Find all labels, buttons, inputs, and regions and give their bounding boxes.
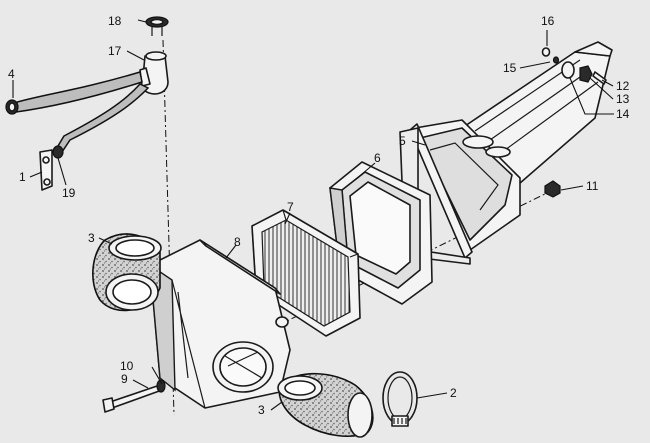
bolt-and-washer-parts-9-10 [102, 379, 166, 413]
label-part-3-upper: 3 [88, 231, 95, 245]
label-part-13: 13 [616, 92, 630, 106]
label-part-17: 17 [108, 44, 122, 58]
label-part-5: 5 [399, 134, 406, 148]
filter-box-part-8 [149, 239, 291, 409]
label-part-14: 14 [616, 107, 630, 121]
leader-lines [12, 19, 614, 411]
rubber-boot-upper-part-3 [92, 233, 162, 312]
label-part-7: 7 [287, 200, 294, 214]
label-part-6: 6 [374, 151, 381, 165]
part-number-labels: 18 17 4 1 19 3 8 7 6 5 11 16 15 12 13 14… [8, 14, 630, 417]
breather-tee-part-17 [139, 51, 169, 95]
label-part-11: 11 [586, 179, 599, 193]
label-part-19: 19 [62, 186, 76, 200]
breather-hoses [5, 71, 150, 154]
hose-clamp-part-2 [382, 371, 418, 427]
hose-clip-part-19 [52, 145, 64, 159]
label-part-10: 10 [120, 359, 134, 373]
label-part-3-lower: 3 [258, 403, 265, 417]
label-part-16: 16 [541, 14, 555, 28]
label-part-2: 2 [450, 386, 457, 400]
label-part-8: 8 [234, 235, 241, 249]
label-part-9: 9 [121, 372, 128, 386]
label-part-4: 4 [8, 67, 15, 81]
small-hardware-parts-12-16 [541, 47, 607, 85]
nut-part-11 [544, 180, 561, 198]
breather-cap-part-18 [145, 16, 169, 36]
rubber-elbow-lower-part-3 [277, 372, 374, 438]
label-part-1: 1 [19, 170, 26, 184]
label-part-12: 12 [616, 79, 630, 93]
label-part-15: 15 [503, 61, 517, 75]
vertical-centerline [162, 39, 175, 416]
label-part-18: 18 [108, 14, 122, 28]
bracket-part-1 [39, 149, 53, 191]
